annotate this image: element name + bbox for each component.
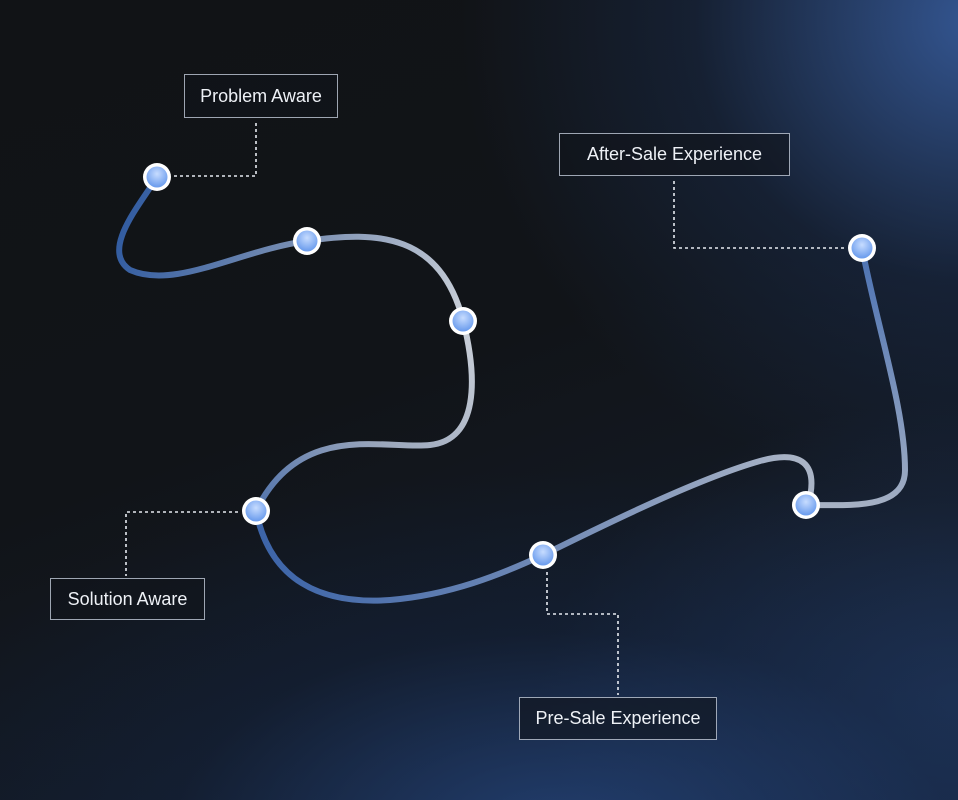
path-segment-3 xyxy=(253,454,815,604)
label-pre-sale-experience: Pre-Sale Experience xyxy=(519,697,717,740)
node-problem-aware xyxy=(143,163,171,191)
node-3 xyxy=(449,307,477,335)
connector-after-sale xyxy=(673,178,844,249)
path-segment-2 xyxy=(253,317,475,514)
path-segment-1 xyxy=(116,174,466,323)
node-2 xyxy=(293,227,321,255)
node-after-sale xyxy=(848,234,876,262)
connector-pre-sale xyxy=(546,572,619,695)
connector-solution-aware xyxy=(125,511,238,576)
journey-path xyxy=(116,174,909,604)
connector-problem-aware xyxy=(174,120,257,177)
node-solution-aware xyxy=(242,497,270,525)
node-6 xyxy=(792,491,820,519)
path-segment-4 xyxy=(805,245,909,509)
label-after-sale-experience: After-Sale Experience xyxy=(559,133,790,176)
connector-lines xyxy=(125,120,844,695)
node-pre-sale xyxy=(529,541,557,569)
label-solution-aware: Solution Aware xyxy=(50,578,205,620)
label-problem-aware: Problem Aware xyxy=(184,74,338,118)
journey-nodes xyxy=(143,163,876,569)
